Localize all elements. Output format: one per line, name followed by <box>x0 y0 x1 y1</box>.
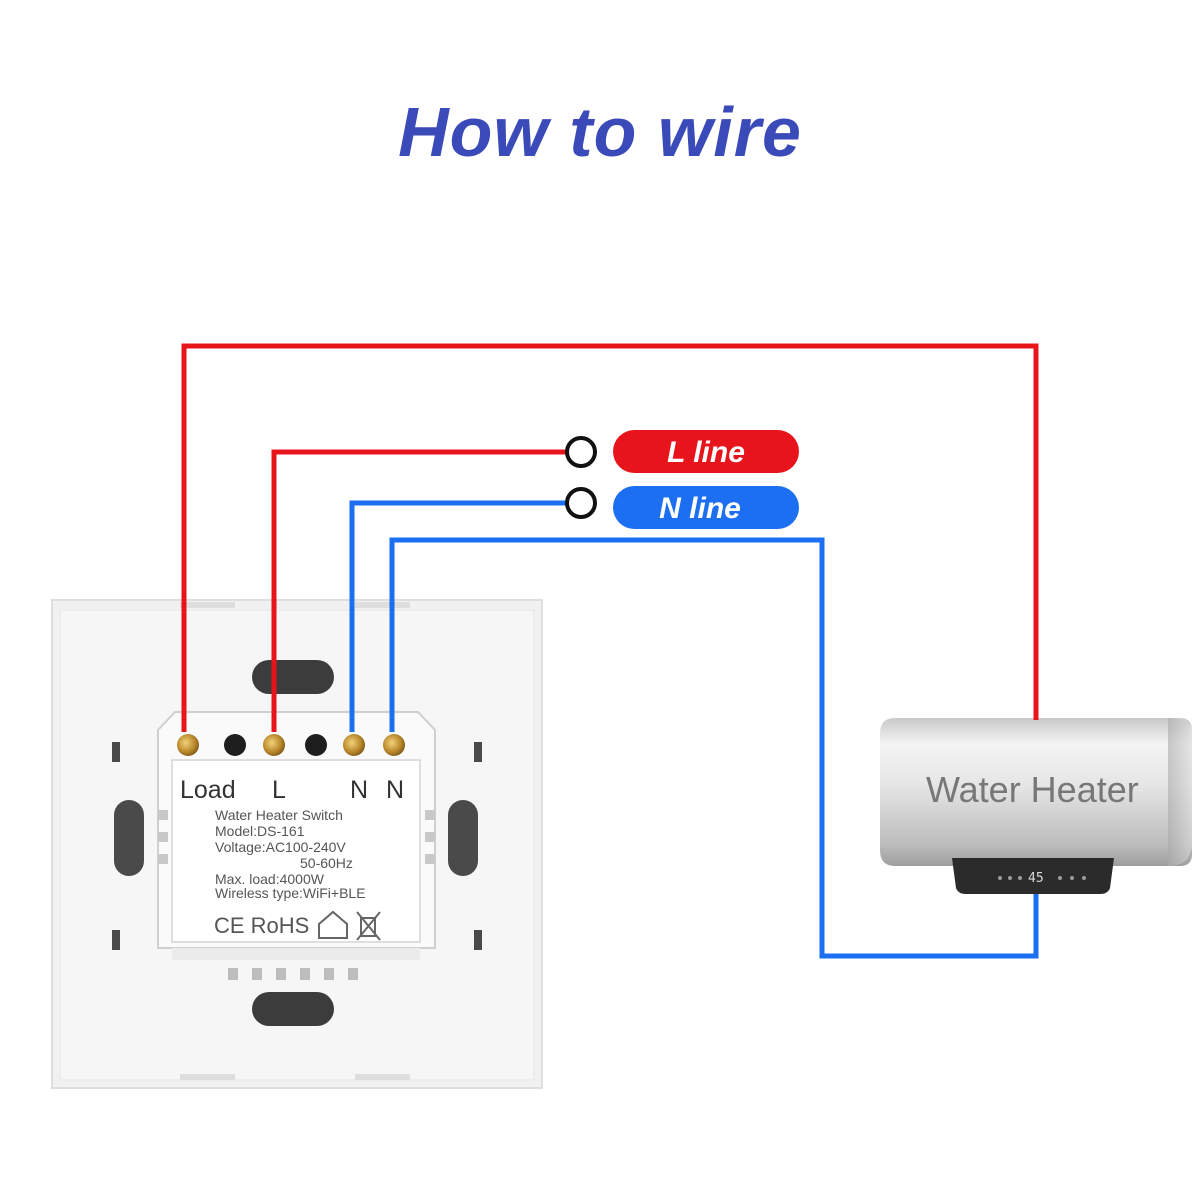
terminal-l <box>263 734 285 756</box>
terminal-n2 <box>383 734 405 756</box>
spec-voltage: Voltage:AC100-240V <box>215 839 346 855</box>
terminal-label-load: Load <box>180 776 236 804</box>
wires <box>181 343 1039 959</box>
terminal-load <box>177 734 199 756</box>
l-supply-terminal <box>565 436 597 468</box>
mounting-slot-right <box>448 800 478 876</box>
mounting-slot-left <box>114 800 144 876</box>
heater-control-panel <box>952 858 1114 894</box>
n-line-label: N line <box>613 486 799 529</box>
spec-max-load: Max. load:4000W <box>215 871 325 887</box>
certification-marks: CE RoHS <box>214 913 309 938</box>
n-line-text: N line <box>659 492 741 525</box>
weee-bin-icon <box>356 911 381 941</box>
terminal-label-n1: N <box>350 776 368 804</box>
spec-name: Water Heater Switch <box>215 807 343 823</box>
terminal-empty <box>305 734 327 756</box>
n-line-pill <box>613 486 799 529</box>
l-line-text: L line <box>667 436 745 469</box>
heater-display-readout: 45 <box>1028 871 1044 886</box>
terminal-n1 <box>343 734 365 756</box>
terminal-label-n2: N <box>386 776 404 804</box>
terminal-empty <box>224 734 246 756</box>
heater-neutral-wire <box>389 537 1039 959</box>
spec-wireless: Wireless type:WiFi+BLE <box>215 885 366 901</box>
switch-module <box>157 711 436 980</box>
neutral-wire <box>349 500 566 732</box>
l-line-pill <box>613 430 799 473</box>
terminal-block <box>177 734 405 756</box>
page-title: How to wire <box>398 93 802 171</box>
spec-frequency: 50-60Hz <box>300 855 353 871</box>
house-icon <box>318 910 348 939</box>
water-heater: Water Heater 45 <box>880 718 1192 894</box>
mounting-slot-top <box>252 660 334 694</box>
water-heater-label: Water Heater <box>926 769 1139 810</box>
n-supply-terminal <box>565 487 597 519</box>
terminal-label-l: L <box>272 776 286 804</box>
spec-model: Model:DS-161 <box>215 823 305 839</box>
live-wire <box>271 449 566 732</box>
load-wire <box>181 343 1039 732</box>
mounting-slot-bottom <box>252 992 334 1026</box>
l-line-label: L line <box>613 430 799 473</box>
